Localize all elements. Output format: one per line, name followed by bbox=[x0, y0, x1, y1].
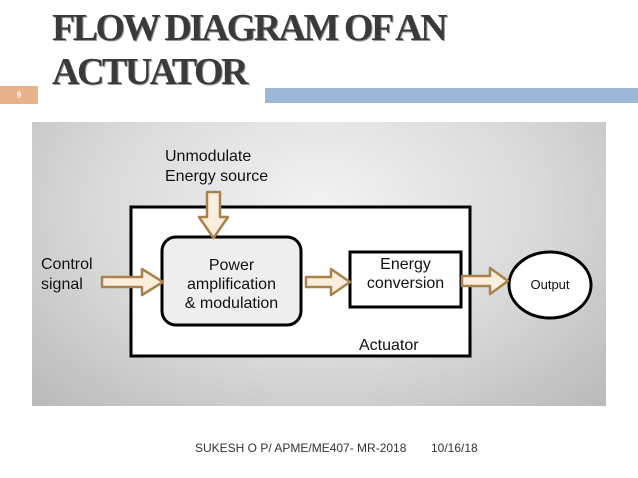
title-accent-bar bbox=[265, 88, 638, 103]
output-label: Output bbox=[530, 277, 570, 292]
slide-number: 9 bbox=[16, 90, 22, 100]
actuator-flow-diagram: Unmodulate Energy source Control signal … bbox=[32, 122, 606, 406]
actuator-label: Actuator bbox=[359, 337, 419, 354]
output-ellipse bbox=[507, 250, 593, 320]
energy-source-label-1: Unmodulate bbox=[165, 148, 252, 165]
control-signal-arrow bbox=[100, 267, 165, 297]
control-signal-label-1: Control bbox=[41, 256, 93, 273]
energy-conversion-label-2: conversion bbox=[366, 275, 445, 292]
footer-author: SUKESH O P/ APME/ME407- MR-2018 bbox=[195, 441, 407, 455]
energy-source-arrow bbox=[197, 190, 230, 240]
power-label-3: & modulation bbox=[184, 295, 279, 312]
power-label-1: Power bbox=[208, 257, 255, 274]
slide-title: FLOW DIAGRAM OF AN ACTUATOR bbox=[52, 7, 448, 93]
energy-source-label-2: Energy source bbox=[165, 168, 269, 185]
power-label-2: amplification bbox=[187, 276, 276, 293]
slide-number-bar bbox=[0, 86, 38, 104]
footer-date: 10/16/18 bbox=[431, 441, 478, 455]
control-signal-label-2: signal bbox=[41, 276, 83, 293]
power-to-energy-arrow bbox=[304, 267, 352, 297]
diagram-shapes bbox=[100, 190, 593, 358]
energy-conversion-label-1: Energy bbox=[380, 256, 431, 273]
energy-to-output-arrow bbox=[460, 266, 510, 296]
